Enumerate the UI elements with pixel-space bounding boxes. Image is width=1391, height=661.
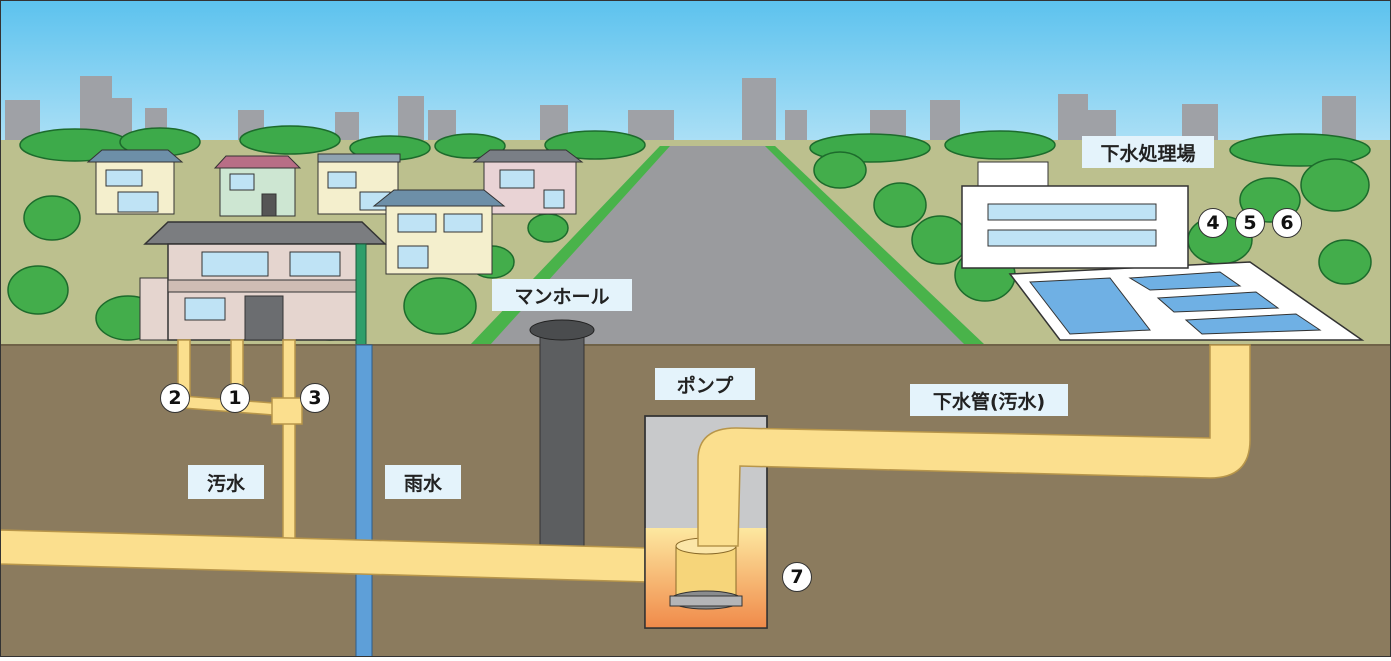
pump-label: ポンプ	[655, 368, 755, 400]
manhole-label: マンホール	[492, 279, 632, 311]
treatment-plant	[961, 161, 1365, 341]
sewage-plant-label: 下水処理場	[1082, 136, 1214, 168]
sewer-pipe-label: 下水管(汚水)	[910, 384, 1068, 416]
marker-4: 4	[1198, 208, 1228, 238]
house-small-1	[86, 149, 184, 215]
main-house	[139, 221, 387, 341]
rainwater-pipe	[355, 344, 373, 658]
marker-7: 7	[782, 562, 812, 592]
road-edge-right	[765, 146, 985, 345]
house-small-2	[213, 155, 302, 217]
rainwater-label: 雨水	[385, 465, 461, 499]
house-small-5	[372, 189, 506, 275]
manhole	[529, 319, 595, 555]
marker-1: 1	[220, 383, 250, 413]
force-main-pipe	[697, 344, 1251, 547]
marker-2: 2	[160, 383, 190, 413]
marker-6: 6	[1272, 208, 1302, 238]
wastewater-label: 汚水	[188, 465, 264, 499]
rain-gutter	[355, 243, 367, 346]
marker-3: 3	[300, 383, 330, 413]
marker-5: 5	[1235, 208, 1265, 238]
